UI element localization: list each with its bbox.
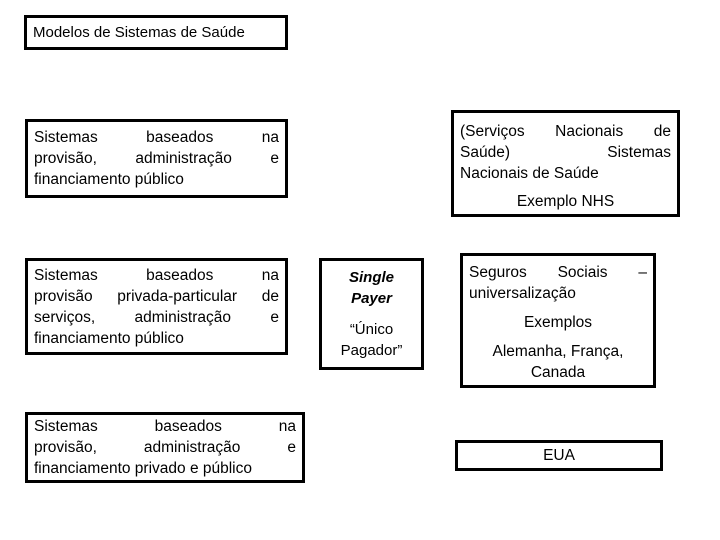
box-nhs-line-3: Nacionais de Saúde bbox=[460, 165, 599, 182]
social-insurance-examples-label: Exemplos bbox=[523, 314, 593, 331]
box-social-insurance: Seguros Sociais – universalização Exempl… bbox=[460, 253, 656, 388]
box-eua-label: EUA bbox=[543, 447, 575, 464]
box-eua-content: EUA bbox=[458, 443, 660, 468]
box-national-health-services-content: (Serviços Nacionais de Saúde) Sistemas N… bbox=[454, 113, 677, 214]
single-payer-pt-line-2: Pagador” bbox=[340, 342, 403, 359]
social-insurance-spacer-2 bbox=[469, 333, 647, 341]
box-mixed-line-3: financiamento privado e público bbox=[34, 460, 252, 477]
box-nhs-line-2: Saúde) Sistemas bbox=[460, 144, 671, 161]
single-payer-en-line-2: Payer bbox=[351, 290, 392, 307]
social-insurance-examples-line-2: Canada bbox=[530, 364, 586, 381]
box-mixed-private-public-system-content: Sistemas baseados na provisão, administr… bbox=[28, 415, 302, 480]
box-national-health-services: (Serviços Nacionais de Saúde) Sistemas N… bbox=[451, 110, 680, 217]
box-mixed-private-public-system: Sistemas baseados na provisão, administr… bbox=[25, 412, 305, 483]
box-private-provision-system: Sistemas baseados na provisão privada-pa… bbox=[25, 258, 288, 355]
box-private-provision-system-content: Sistemas baseados na provisão privada-pa… bbox=[28, 261, 285, 352]
box-private-provision-line-4: financiamento público bbox=[34, 329, 184, 347]
single-payer-en-line-1: Single bbox=[348, 269, 394, 286]
social-insurance-examples-line-1: Alemanha, França, bbox=[492, 343, 624, 360]
box-single-payer: Single Payer “Único Pagador” bbox=[319, 258, 424, 370]
box-mixed-line-1: Sistemas baseados na bbox=[34, 418, 296, 435]
title-box: Modelos de Sistemas de Saúde bbox=[24, 15, 288, 50]
title-box-content: Modelos de Sistemas de Saúde bbox=[27, 18, 285, 47]
box-private-provision-line-2: provisão privada-particular de bbox=[34, 287, 279, 305]
box-public-system: Sistemas baseados na provisão, administr… bbox=[25, 119, 288, 198]
page-title: Modelos de Sistemas de Saúde bbox=[33, 23, 245, 41]
box-single-payer-content: Single Payer “Único Pagador” bbox=[322, 261, 421, 367]
box-public-system-line-3: financiamento público bbox=[34, 171, 184, 188]
box-nhs-spacer bbox=[460, 184, 671, 191]
single-payer-spacer bbox=[328, 309, 415, 319]
box-public-system-line-2: provisão, administração e bbox=[34, 150, 279, 167]
box-social-insurance-content: Seguros Sociais – universalização Exempl… bbox=[463, 256, 653, 385]
box-nhs-line-1: (Serviços Nacionais de bbox=[460, 123, 671, 140]
box-eua: EUA bbox=[455, 440, 663, 471]
box-public-system-line-1: Sistemas baseados na bbox=[34, 129, 279, 146]
social-insurance-line-1: Seguros Sociais – bbox=[469, 264, 647, 281]
box-mixed-line-2: provisão, administração e bbox=[34, 439, 296, 456]
box-private-provision-line-3: serviços, administração e bbox=[34, 308, 279, 326]
social-insurance-line-2: universalização bbox=[469, 285, 576, 302]
box-private-provision-line-1: Sistemas baseados na bbox=[34, 266, 279, 284]
social-insurance-spacer-1 bbox=[469, 304, 647, 312]
single-payer-pt-line-1: “Único bbox=[349, 321, 394, 338]
box-public-system-content: Sistemas baseados na provisão, administr… bbox=[28, 122, 285, 195]
box-nhs-example: Exemplo NHS bbox=[516, 193, 615, 210]
